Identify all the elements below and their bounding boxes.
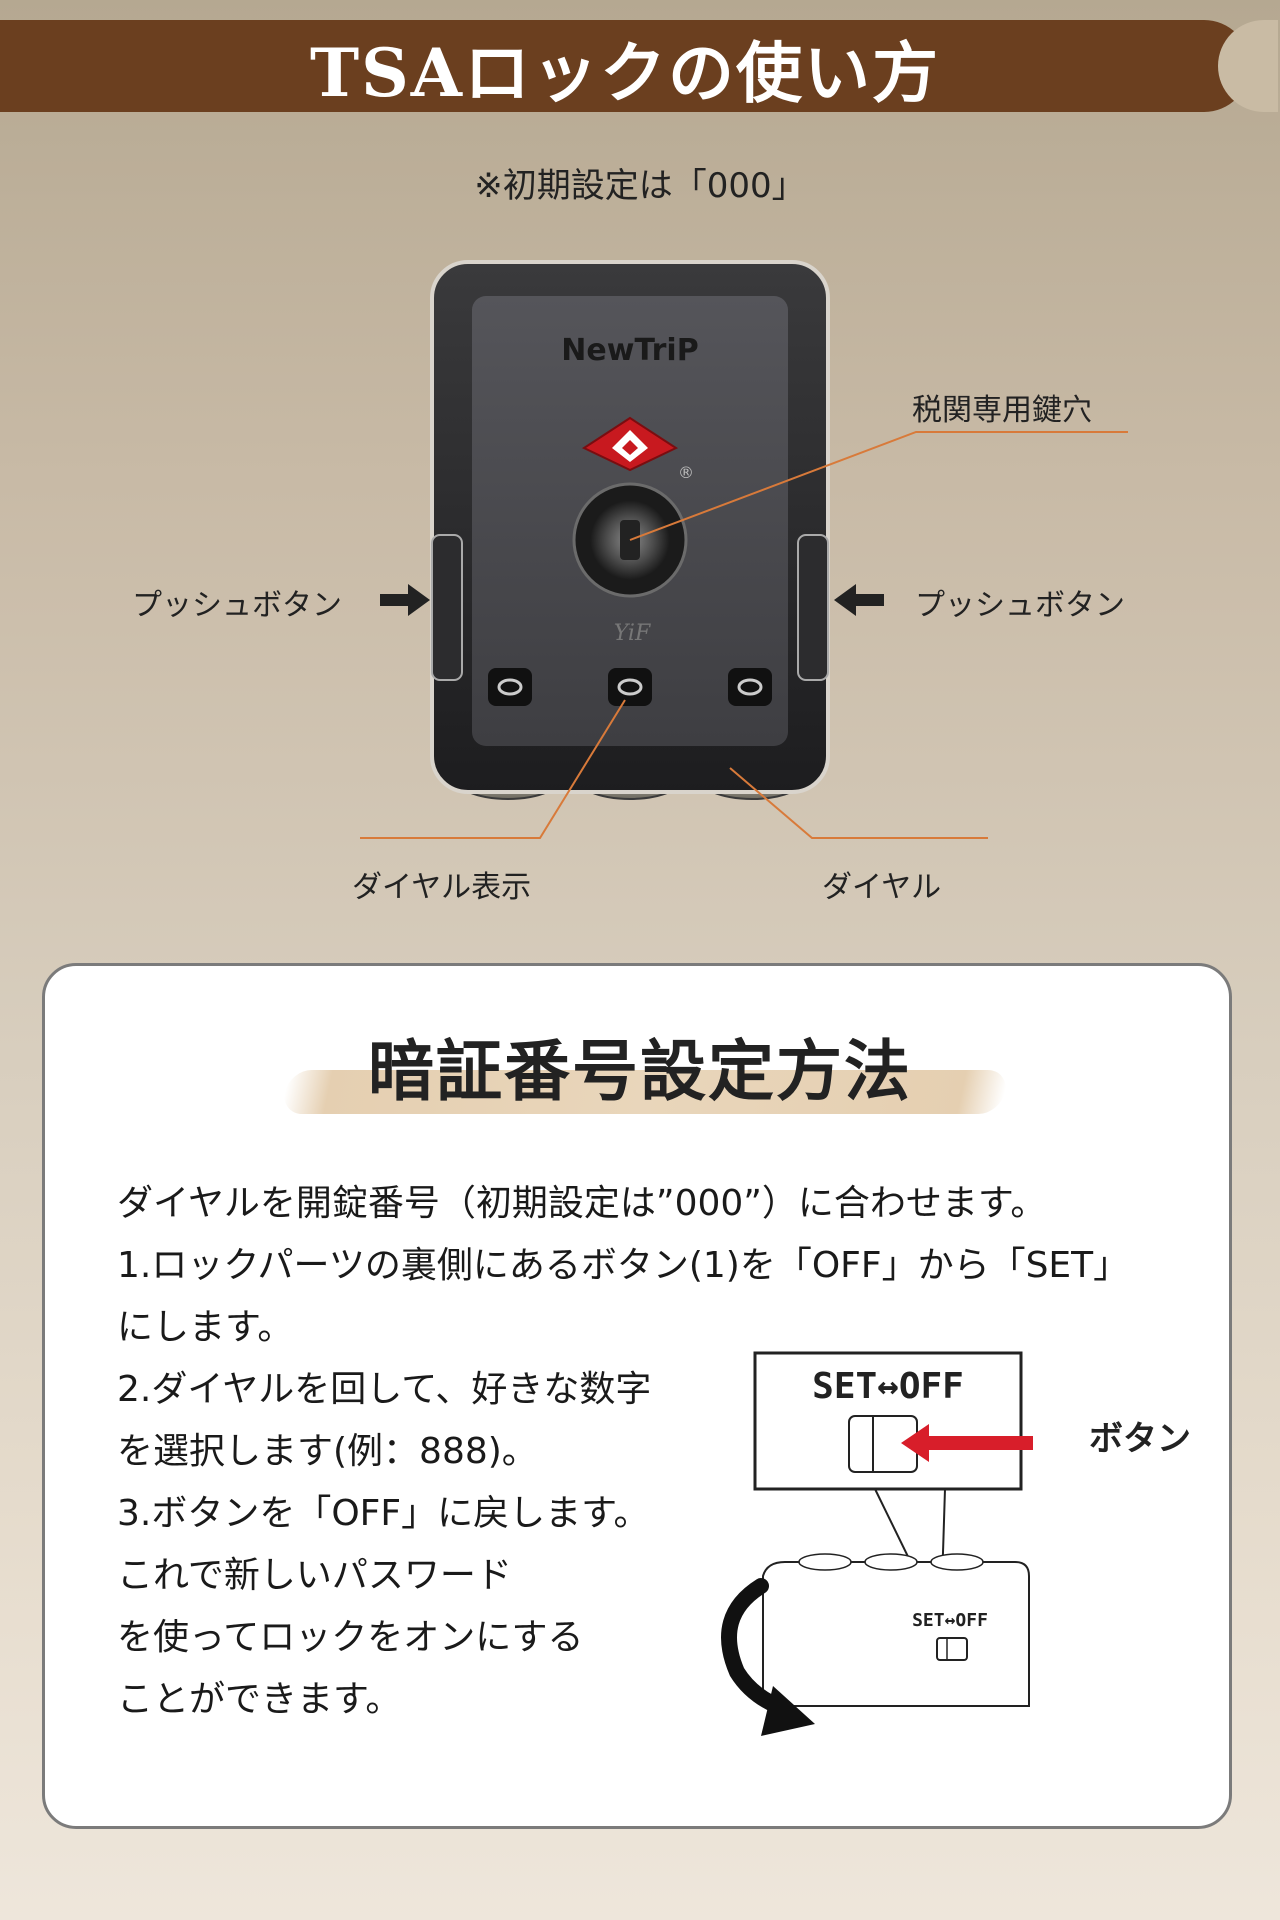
left-push-button — [431, 534, 463, 681]
small-switch-label: SET↔OFF — [912, 1610, 988, 1631]
instruction-title: 暗証番号設定方法 — [368, 1032, 912, 1110]
switch-illustration: SET↔OFF ボタン SET↔OFF — [721, 1351, 1191, 1736]
registered-mark: ® — [678, 463, 694, 482]
instruction-line: ダイヤルを開錠番号（初期設定は”000”）に合わせます。 — [117, 1183, 1047, 1224]
instruction-line: 2.ダイヤルを回して、好きな数字 — [117, 1369, 652, 1410]
right-push-button — [797, 534, 829, 681]
push-arrow-left-icon — [834, 584, 884, 616]
initial-setting-note: ※初期設定は「000」 — [474, 166, 806, 206]
flip-arrow-icon — [721, 1578, 815, 1736]
button-label: ボタン — [1089, 1419, 1191, 1459]
instruction-card: 暗証番号設定方法 ダイヤルを開錠番号（初期設定は”000”）に合わせます。 1.… — [42, 963, 1232, 1829]
instruction-line: 1.ロックパーツの裏側にあるボタン(1)を「OFF」から「SET」 — [117, 1245, 1130, 1286]
instruction-line: にします。 — [117, 1307, 294, 1348]
instruction-line: これで新しいパスワード — [117, 1555, 512, 1596]
page-title: TSAロックの使い方 — [310, 34, 940, 112]
instruction-line: を選択します(例：888)。 — [117, 1431, 538, 1472]
push-arrow-right-icon — [380, 584, 430, 616]
callout-push-right: プッシュボタン — [915, 588, 1125, 623]
small-switch-knob — [936, 1637, 968, 1661]
callout-push-left: プッシュボタン — [132, 588, 342, 623]
dial-windows — [488, 668, 772, 706]
callout-dial-display: ダイヤル表示 — [352, 870, 532, 905]
dial-tops — [798, 1553, 984, 1571]
instruction-line: を使ってロックをオンにする — [117, 1617, 584, 1658]
callout-dial: ダイヤル — [822, 870, 942, 905]
maker-mark: YiF — [614, 621, 651, 646]
instruction-line: ことができます。 — [117, 1679, 402, 1720]
callout-lines — [360, 431, 1128, 839]
switch-label: SET↔OFF — [812, 1366, 964, 1407]
callout-keyhole: 税関専用鍵穴 — [912, 393, 1092, 428]
red-arrow-icon — [901, 1424, 1033, 1462]
header-banner: TSAロックの使い方 — [0, 20, 1278, 112]
brand-logo: NewTriP — [561, 333, 698, 368]
tsa-lock-illustration: NewTriP ® YiF — [360, 260, 1128, 839]
instruction-line: 3.ボタンを「OFF」に戻します。 — [117, 1493, 650, 1534]
lock-back-outline — [762, 1561, 1030, 1707]
tsa-diamond-icon — [581, 416, 679, 472]
